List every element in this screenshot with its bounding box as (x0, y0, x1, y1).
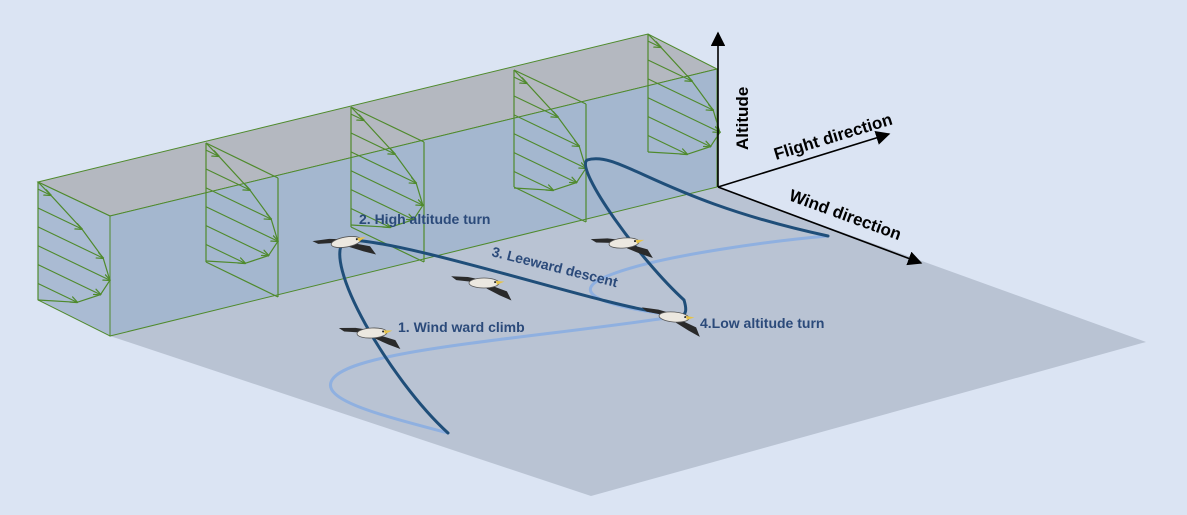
phase-label-high-altitude-turn: 2. High altitude turn (359, 211, 490, 227)
wind-profile-arrow (205, 168, 250, 190)
wind-profile-curve (647, 33, 721, 155)
wind-profile-arrow (37, 245, 110, 281)
wind-profile-arrow (647, 59, 692, 81)
wind-profile-arrow (647, 40, 661, 47)
wind-direction-axis (717, 186, 923, 266)
wind-profile-arrow (513, 76, 527, 83)
wind-profile-arrow (205, 225, 269, 256)
wind-profile-arrow (37, 282, 77, 302)
wind-profile-arrow (205, 187, 271, 219)
wind-profile-arrow (350, 189, 414, 220)
wind-profile-arrow (513, 152, 577, 183)
coordinate-axes (710, 31, 923, 266)
wind-profile-arrow (350, 113, 364, 120)
wind-profile-arrow (205, 243, 245, 263)
wind-profile-arrow (647, 97, 720, 133)
wind-profile-curve (37, 181, 111, 303)
wind-profile-arrow (513, 133, 586, 169)
wind-profile-arrow (37, 188, 51, 195)
wind-profile-arrows (37, 40, 720, 302)
wind-profile-curve (205, 142, 279, 264)
wind-profile-arrow (205, 206, 278, 242)
wind-profile-arrow (37, 264, 101, 295)
wind-profile-arrow (513, 114, 579, 146)
ground-plane (110, 187, 1146, 496)
altitude-axis-label: Altitude (733, 87, 752, 150)
wind-profile-curve (513, 69, 587, 191)
wind-profile-arrow (513, 170, 553, 190)
phase-label-windward-climb: 1. Wind ward climb (398, 319, 525, 335)
wind-profile-curve (350, 106, 424, 228)
wind-profile-arrow (350, 207, 390, 227)
wind-profile-arrow (205, 149, 219, 156)
flight-direction-axis-label: Flight direction (772, 110, 895, 164)
wind-profile-arrow (37, 207, 82, 229)
wind-profile-arrow (350, 151, 416, 183)
wind-profile-arrow (647, 134, 687, 154)
wind-profile-arrow (513, 95, 558, 117)
wind-profile-arrow (647, 78, 713, 110)
wind-profile-curves (37, 33, 721, 303)
wind-profile-arrow (37, 226, 103, 258)
wind-profile-arrow (350, 170, 423, 206)
phase-label-low-altitude-turn: 4.Low altitude turn (700, 315, 824, 331)
wind-profile-arrow (350, 132, 395, 154)
wind-profile-arrow (647, 116, 711, 147)
trajectory-ground-projection (329, 234, 830, 435)
flight-direction-axis (717, 130, 891, 188)
wind-profiles (37, 34, 649, 300)
